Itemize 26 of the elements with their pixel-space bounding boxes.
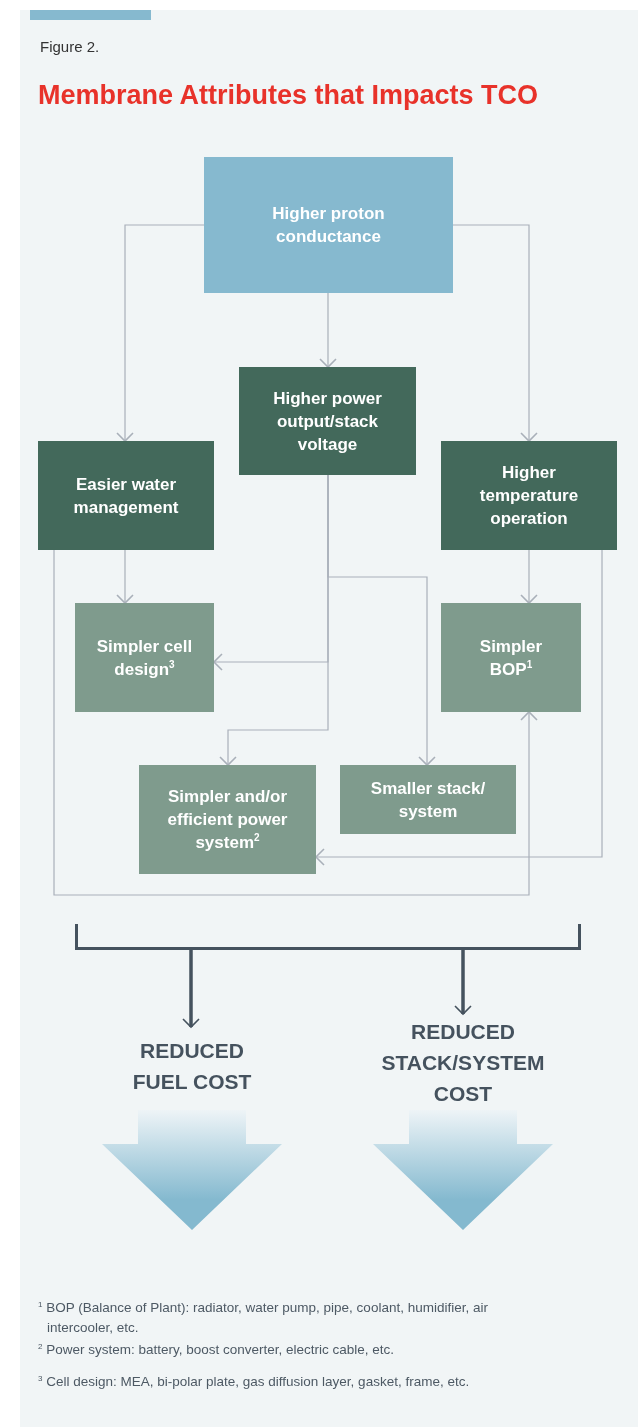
connector-arrow: [116, 224, 205, 442]
attribute-box: Easier water management: [38, 441, 214, 550]
connector-arrow: [315, 549, 603, 866]
connector-arrow: [520, 549, 538, 604]
outcome-label: REDUCED STACK/SYSTEM COST: [380, 1019, 546, 1107]
footnote: $^{1}$ BOP (Balance of Plant): radiator, water pump, pipe, coolant, humidifier, air intercooler, etc.: [38, 1298, 489, 1337]
attribute-box: Simpler BOP$^{1}$: [441, 603, 581, 712]
bracket: [75, 924, 581, 950]
footnote: $^{2}$ Power system: battery, boost converter, electric cable, etc.: [38, 1340, 396, 1359]
attribute-box: Higher power output/stack voltage: [239, 367, 416, 475]
footnote: $^{3}$ Cell design: MEA, bi-polar plate, gas diffusion layer, gasket, frame, etc.: [38, 1372, 471, 1391]
connector-arrow: [53, 549, 538, 896]
attribute-box: Higher proton conductance: [204, 157, 453, 293]
connector-arrow: [327, 474, 436, 766]
connector-arrow: [454, 950, 472, 1015]
connector-arrow: [452, 224, 538, 442]
connector-arrow: [319, 292, 337, 368]
connector-arrow: [116, 549, 134, 604]
figure-number: Figure 2.: [40, 38, 100, 55]
outcome-label: REDUCED FUEL COST: [131, 1038, 253, 1095]
connector-arrow: [182, 950, 200, 1028]
attribute-box: Higher temperature operation: [441, 441, 617, 550]
diagram-title: Membrane Attributes that Impacts TCO: [38, 80, 539, 111]
attribute-box: Simpler cell design$^{3}$: [75, 603, 214, 712]
attribute-box: Smaller stack/ system: [340, 765, 516, 834]
attribute-box: Simpler and/or efficient power system$^{2}$: [139, 765, 316, 874]
